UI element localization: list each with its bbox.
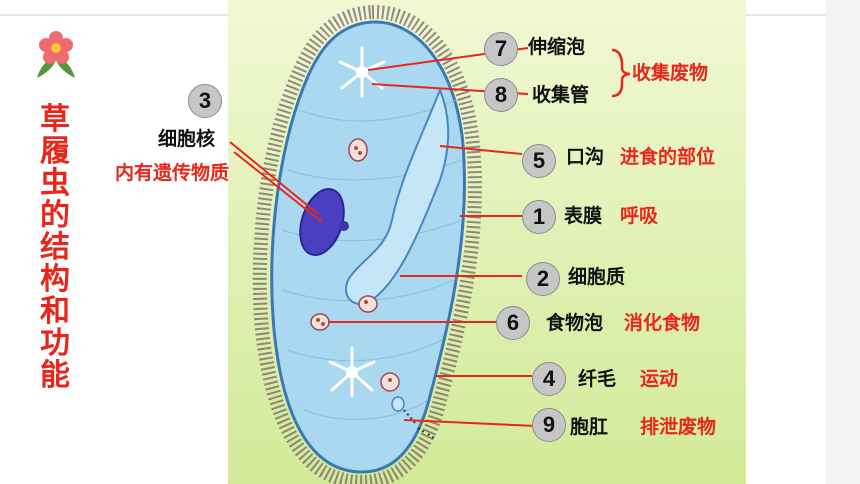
badge-4: 4	[532, 362, 566, 396]
flower-icon	[37, 31, 75, 78]
contractile-vacuole-bottom	[328, 346, 376, 398]
anal-pore	[391, 396, 405, 412]
function-genetic-material: 内有遗传物质	[115, 162, 230, 184]
badge-9: 9	[532, 408, 566, 442]
cell-body	[270, 20, 466, 474]
page-title: 草履虫的结构和功能	[40, 102, 70, 393]
cilia-fringe	[252, 4, 482, 484]
badge-2: 2	[526, 262, 560, 296]
label-food-vacuole: 食物泡	[546, 312, 604, 334]
badge-7: 7	[484, 32, 518, 66]
micronucleus	[339, 221, 349, 231]
leader-lines	[229, 47, 537, 427]
label-cytoplasm: 细胞质	[568, 266, 626, 288]
oral-groove	[345, 87, 450, 305]
label-collecting-duct: 收集管	[532, 84, 590, 106]
badge-6: 6	[496, 306, 530, 340]
badge-1: 1	[522, 200, 556, 234]
badge-3: 3	[188, 84, 222, 118]
label-oral-groove: 口沟	[566, 146, 605, 168]
label-cilia: 纤毛	[578, 368, 617, 390]
function-movement: 运动	[640, 368, 679, 390]
function-respiration: 呼吸	[620, 205, 659, 227]
function-collect-waste: 收集废物	[632, 62, 709, 84]
contractile-vacuole-top	[338, 46, 386, 98]
brace	[611, 48, 631, 98]
right-margin-band	[826, 0, 860, 484]
label-nucleus: 细胞核	[158, 128, 216, 150]
paramecium-cell	[252, 4, 482, 484]
function-digest-food: 消化食物	[624, 312, 701, 334]
label-pellicle: 表膜	[564, 205, 603, 227]
badge-5: 5	[522, 144, 556, 178]
function-excrete-waste: 排泄废物	[640, 416, 717, 438]
label-anal-pore: 胞肛	[570, 416, 609, 438]
badge-8: 8	[484, 78, 518, 112]
function-feeding-site: 进食的部位	[620, 146, 716, 168]
label-contractile-vacuole: 伸缩泡	[528, 36, 586, 58]
